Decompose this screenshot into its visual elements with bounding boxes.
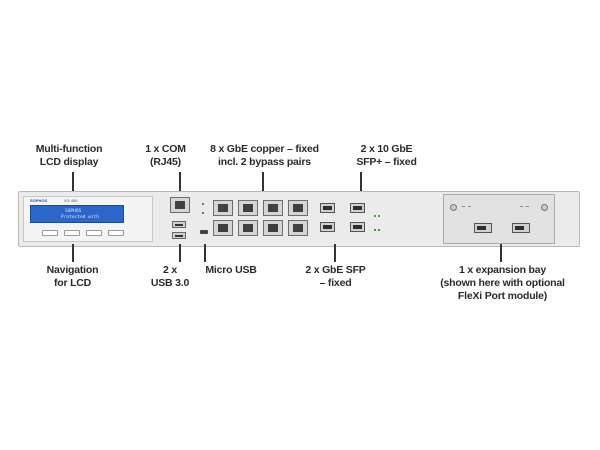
- gbe-copper-port[interactable]: [238, 220, 258, 236]
- label-line: incl. 2 bypass pairs: [218, 156, 311, 168]
- label-gbe-copper: 8 x GbE copper – fixed incl. 2 bypass pa…: [192, 143, 337, 169]
- leader-line: [500, 244, 502, 262]
- lcd-nav-button[interactable]: [42, 230, 58, 236]
- label-line: Micro USB: [205, 264, 257, 276]
- bay-marking: [462, 206, 465, 207]
- gbe-copper-port[interactable]: [263, 200, 283, 216]
- label-expansion-bay: 1 x expansion bay (shown here with optio…: [430, 264, 575, 303]
- usb-port[interactable]: [172, 232, 186, 239]
- label-usb: 2 x USB 3.0: [140, 264, 200, 290]
- bay-marking: [468, 206, 471, 207]
- leader-line: [179, 244, 181, 262]
- leader-line: [360, 172, 362, 196]
- label-line: LCD display: [39, 156, 99, 168]
- gbe-sfp-port[interactable]: [320, 203, 335, 213]
- micro-usb-port[interactable]: [200, 230, 208, 234]
- flexi-port-sfp[interactable]: [512, 223, 530, 233]
- gbe-copper-port[interactable]: [288, 200, 308, 216]
- leader-line: [262, 172, 264, 196]
- label-line: 2 x: [163, 264, 177, 276]
- leader-line: [204, 244, 206, 262]
- label-line: 1 x COM: [145, 143, 186, 155]
- sfp-plus-port[interactable]: [350, 203, 365, 213]
- lcd-line-1: SOPHOS: [65, 209, 82, 214]
- label-line: SFP+ – fixed: [356, 156, 417, 168]
- flexi-port-sfp[interactable]: [474, 223, 492, 233]
- label-line: (shown here with optional: [440, 277, 565, 289]
- status-led: [374, 215, 376, 217]
- status-led: [378, 229, 380, 231]
- label-micro-usb: Micro USB: [196, 264, 266, 277]
- label-line: 2 x GbE SFP: [305, 264, 366, 276]
- model-label: XG 450: [64, 198, 78, 203]
- label-sfp-plus: 2 x 10 GbE SFP+ – fixed: [344, 143, 429, 169]
- gbe-copper-port[interactable]: [213, 200, 233, 216]
- com-port[interactable]: [170, 197, 190, 213]
- label-line: – fixed: [319, 277, 352, 289]
- lcd-nav-button[interactable]: [64, 230, 80, 236]
- leader-line: [334, 244, 336, 262]
- gbe-copper-port[interactable]: [238, 200, 258, 216]
- lcd-nav-button[interactable]: [86, 230, 102, 236]
- lcd-line-2: Protected with: [61, 215, 99, 220]
- screw-icon: [450, 204, 457, 211]
- gbe-copper-port[interactable]: [213, 220, 233, 236]
- lcd-nav-button[interactable]: [108, 230, 124, 236]
- label-lcd-display: Multi-function LCD display: [24, 143, 114, 169]
- gbe-copper-port[interactable]: [263, 220, 283, 236]
- label-line: Navigation: [46, 264, 99, 276]
- label-line: for LCD: [53, 277, 92, 289]
- label-com-port: 1 x COM (RJ45): [128, 143, 203, 169]
- label-line: FleXi Port module): [457, 290, 548, 302]
- status-led: [202, 203, 204, 205]
- status-led: [202, 212, 204, 214]
- gbe-copper-port[interactable]: [288, 220, 308, 236]
- label-line: Multi-function: [35, 143, 103, 155]
- leader-line: [179, 172, 181, 194]
- status-led: [374, 229, 376, 231]
- bay-marking: [526, 206, 529, 207]
- brand-logo: SOPHOS: [30, 198, 48, 203]
- label-line: 8 x GbE copper – fixed: [210, 143, 319, 155]
- expansion-bay[interactable]: [443, 194, 555, 244]
- leader-line: [72, 244, 74, 262]
- label-line: USB 3.0: [150, 277, 190, 289]
- screw-icon: [541, 204, 548, 211]
- label-line: (RJ45): [150, 156, 181, 168]
- label-navigation: Navigation for LCD: [30, 264, 115, 290]
- sfp-plus-port[interactable]: [350, 222, 365, 232]
- status-led: [378, 215, 380, 217]
- lcd-display: SOPHOS Protected with: [30, 205, 124, 223]
- gbe-sfp-port[interactable]: [320, 222, 335, 232]
- bay-marking: [520, 206, 523, 207]
- label-line: 2 x 10 GbE: [360, 143, 413, 155]
- usb-port[interactable]: [172, 221, 186, 228]
- label-line: 1 x expansion bay: [458, 264, 547, 276]
- label-gbe-sfp: 2 x GbE SFP – fixed: [288, 264, 383, 290]
- leader-line: [72, 172, 74, 194]
